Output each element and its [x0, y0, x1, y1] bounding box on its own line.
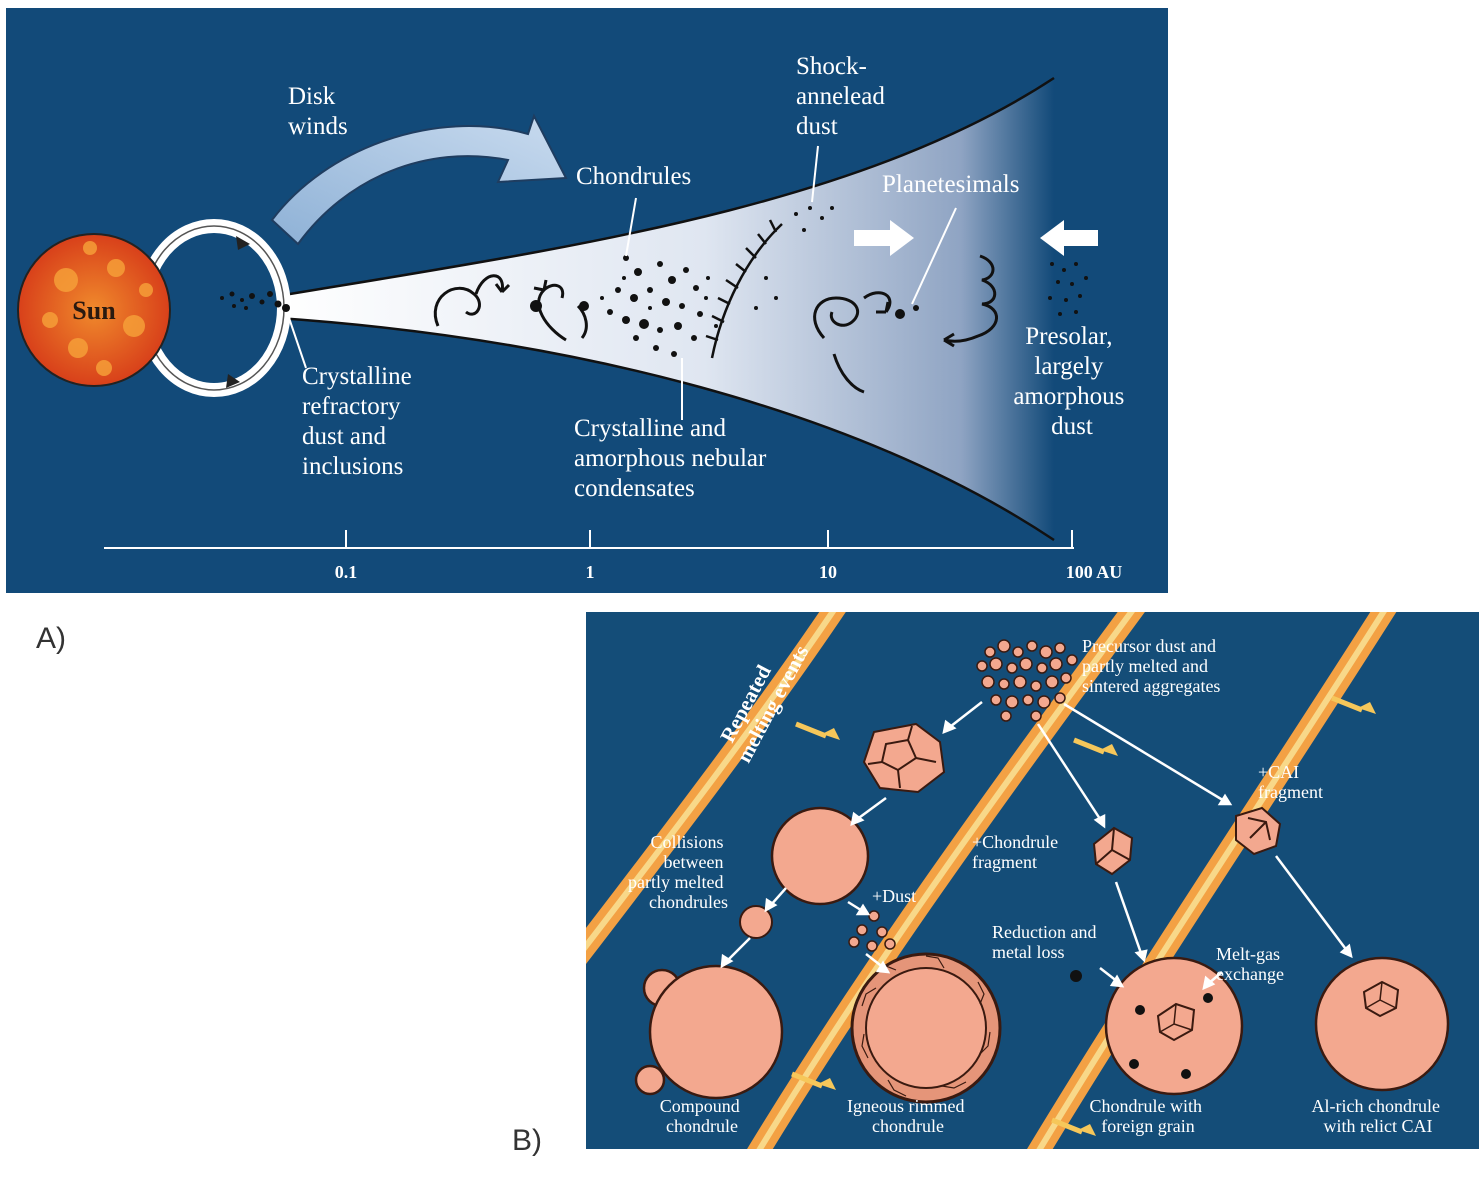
turbulent-eddies — [433, 254, 998, 394]
label-shock-annealed-dust: Shock- annelead dust — [796, 53, 891, 140]
cai-fragment — [1235, 806, 1282, 856]
band-flow-stems — [791, 695, 1363, 1135]
inflow-arrow-left-icon — [1040, 220, 1098, 256]
leader-crystalline-refractory — [286, 311, 307, 369]
precursor-dust-aggregates — [976, 639, 1078, 722]
shock-annealed-dust — [754, 206, 834, 310]
presolar-dust — [1048, 262, 1088, 316]
igneous-rimmed-chondrule — [850, 952, 1002, 1104]
label-compound-chondrule: Compound chondrule — [660, 1096, 745, 1136]
protoplanetary-disk — [278, 78, 1054, 540]
axis-tick-0-1: 0.1 — [335, 562, 358, 582]
chondrule-fragment — [1092, 826, 1134, 876]
label-collisions: Collisions between partly melted chondru… — [628, 832, 728, 912]
sun-label: Sun — [72, 296, 116, 325]
inflow-arrow-right-icon — [854, 220, 914, 256]
dust-grains — [848, 910, 896, 952]
disk-lower-edge — [277, 316, 1055, 542]
label-chondrules: Chondrules — [576, 163, 691, 190]
small-droplet — [739, 905, 773, 939]
chondrule-with-foreign-grain — [1104, 956, 1244, 1096]
axis-tick-10: 10 — [819, 562, 837, 582]
process-arrows — [720, 701, 1353, 991]
leader-shock-dust — [811, 145, 819, 203]
chondrule-cloud — [530, 255, 718, 357]
label-nebular-condensates: Crystalline and amorphous nebular conden… — [574, 415, 773, 502]
label-chondrule-fragment: +Chondrule fragment — [972, 832, 1063, 872]
planetesimal — [895, 309, 905, 319]
label-precursor-dust: Precursor dust and partly melted and sin… — [1082, 636, 1220, 696]
disk-upper-edge — [277, 76, 1055, 298]
label-al-rich: Al-rich chondrule with relict CAI — [1312, 1096, 1445, 1136]
band-flow-arrows — [818, 702, 1376, 1136]
loop-arrow-lower-icon — [226, 374, 240, 388]
leader-planetesimals — [911, 207, 957, 305]
al-rich-chondrule — [1314, 956, 1450, 1092]
planetesimal-small — [913, 305, 919, 311]
disk-winds-arrow — [270, 113, 568, 246]
label-disk-winds: Disk winds — [288, 83, 348, 140]
axis-tick-1: 1 — [586, 562, 595, 582]
label-presolar-dust: Presolar, largely amorphous dust — [1013, 323, 1130, 440]
label-melt-gas: Melt-gas exchange — [1216, 944, 1284, 984]
label-plus-dust: +Dust — [872, 886, 916, 906]
compound-chondrule — [634, 964, 784, 1100]
label-igneous-rimmed: Igneous rimmed chondrule — [847, 1096, 969, 1136]
melting-event-bands — [586, 612, 1397, 1149]
label-foreign-grain: Chondrule with foreign grain — [1090, 1096, 1207, 1136]
label-crystalline-refractory: Crystalline refractory dust and inclusio… — [302, 363, 418, 480]
refractory-dust-cluster — [220, 291, 290, 312]
loop-arrow-upper-icon — [236, 236, 250, 250]
molten-chondrule — [770, 806, 870, 906]
axis-tick-100-au: 100 AU — [1066, 562, 1123, 582]
label-planetesimals: Planetesimals — [882, 171, 1019, 198]
sintered-aggregate — [862, 722, 946, 794]
label-cai-fragment: +CAI fragment — [1258, 762, 1323, 802]
panel-a-disk-diagram: Sun — [6, 8, 1168, 593]
panel-b-chondrule-formation: Repeated melting events Precursor dust a… — [586, 612, 1479, 1149]
metal-bead — [1070, 970, 1082, 982]
panel-label-a: A) — [36, 622, 66, 655]
leader-chondrules — [625, 197, 637, 257]
distance-axis — [104, 530, 1074, 549]
sun: Sun — [17, 233, 171, 387]
shock-front — [705, 219, 783, 359]
panel-label-b: B) — [512, 1124, 542, 1157]
label-reduction: Reduction and metal loss — [992, 922, 1101, 962]
